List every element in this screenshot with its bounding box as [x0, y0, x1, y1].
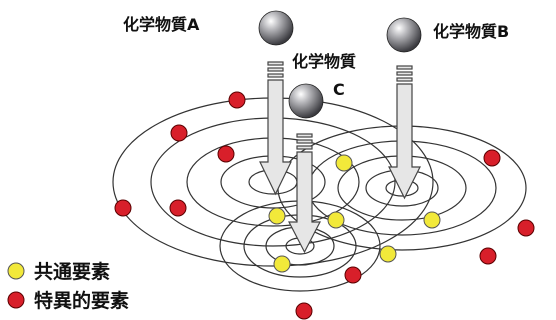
common-element-dot	[379, 245, 397, 263]
substance-a-sphere	[258, 10, 294, 46]
arrow-stripe	[296, 145, 313, 150]
specific-element-dot	[114, 199, 132, 217]
common-element-dot	[335, 154, 353, 172]
common-element-dot	[423, 211, 441, 229]
arrow-a	[259, 61, 292, 196]
substance-c-sphere	[288, 83, 324, 119]
arrow-stripe	[396, 77, 413, 82]
substance-b-label: 化学物質B	[433, 22, 509, 41]
arrow-c	[288, 133, 321, 254]
arrow-shaft	[259, 79, 292, 196]
specific-element-dot	[517, 219, 535, 237]
specific-element-dot	[170, 124, 188, 142]
substance-b-sphere	[386, 17, 422, 53]
specific-element-dot	[217, 145, 235, 163]
legend-specific-swatch	[7, 291, 25, 309]
specific-element-dot	[295, 302, 313, 320]
common-element-dot	[268, 207, 286, 225]
arrow-stripe	[396, 65, 413, 70]
common-element-dot	[327, 211, 345, 229]
arrow-b	[388, 65, 421, 200]
specific-element-dot	[344, 266, 362, 284]
specific-elements	[114, 91, 535, 320]
common-element-dot	[273, 255, 291, 273]
arrow-shaft	[388, 83, 421, 200]
substance-c-label-line2: C	[333, 80, 345, 99]
arrow-stripe	[396, 71, 413, 76]
legend-specific-label: 特異的要素	[34, 289, 129, 312]
specific-element-dot	[483, 149, 501, 167]
legend-common-label: 共通要素	[34, 260, 110, 283]
legend: 共通要素 特異的要素	[7, 260, 129, 312]
arrow-stripe	[296, 133, 313, 138]
substance-c-label-line1: 化学物質	[292, 52, 356, 71]
specific-element-dot	[479, 247, 497, 265]
specific-element-dot	[169, 199, 187, 217]
substance-a-label: 化学物質A	[123, 15, 200, 34]
arrow-shaft	[288, 151, 321, 254]
common-elements	[268, 154, 441, 273]
arrow-stripe	[267, 67, 284, 72]
arrow-stripe	[296, 139, 313, 144]
arrow-stripe	[267, 61, 284, 66]
specific-element-dot	[228, 91, 246, 109]
legend-common-swatch	[7, 262, 25, 280]
arrow-stripe	[267, 73, 284, 78]
